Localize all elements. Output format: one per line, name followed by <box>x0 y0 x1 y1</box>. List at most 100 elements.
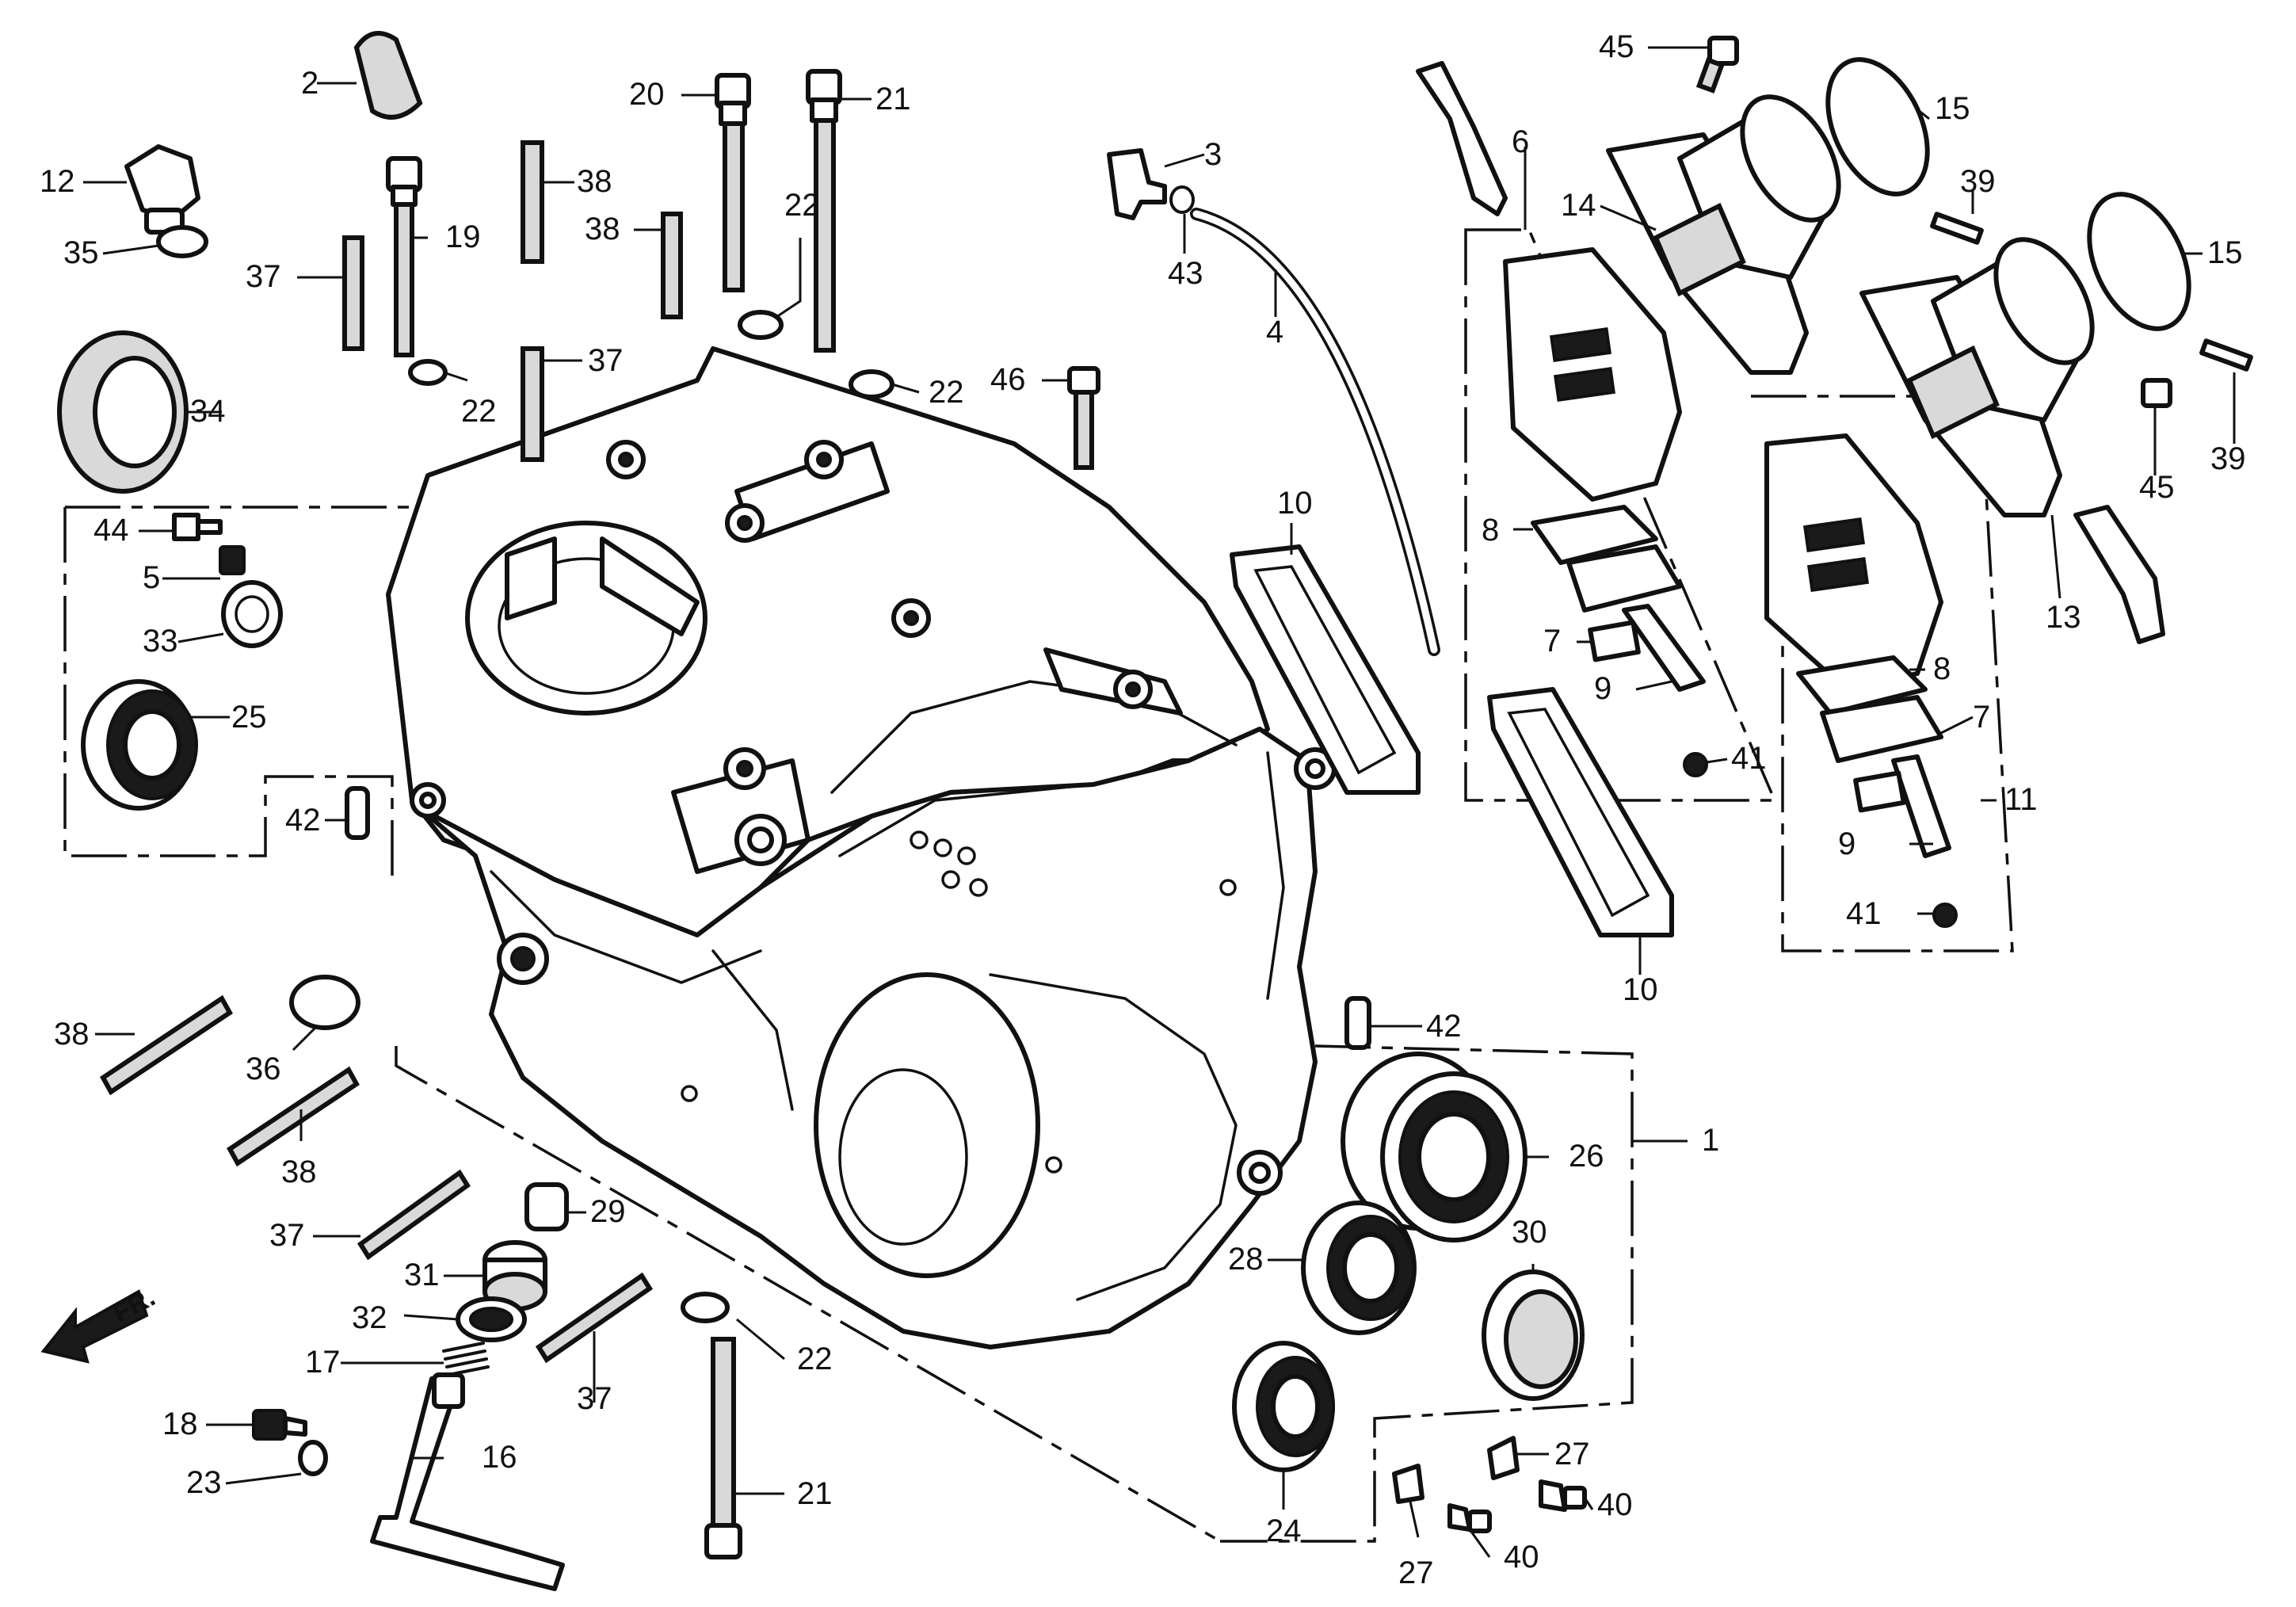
washer-22-b-icon <box>849 369 894 399</box>
callout-p12: 12 <box>40 164 75 199</box>
callout-p8b: 8 <box>1933 651 1951 686</box>
callout-p42b: 42 <box>1426 1009 1462 1044</box>
callout-p28: 28 <box>1228 1242 1264 1277</box>
bracket-lower-right-icon <box>2073 505 2165 644</box>
callout-p24: 24 <box>1266 1513 1302 1548</box>
callout-p21b: 21 <box>875 82 911 116</box>
clamp-15-lower-icon <box>2087 192 2191 331</box>
arm-16-icon <box>370 1376 565 1591</box>
clamp-15-upper-icon <box>1825 57 1930 197</box>
callout-p27a: 27 <box>1554 1437 1590 1471</box>
callout-p39a: 39 <box>1960 164 1996 199</box>
reed-valve-right <box>1764 433 1958 928</box>
o-ring-36-icon <box>289 975 360 1030</box>
callout-p41b: 41 <box>1846 896 1882 931</box>
callout-labels: 2123534445332542383638371718231631322937… <box>40 29 2246 1590</box>
collar-29-icon <box>524 1182 569 1231</box>
stud-37-upper-icon <box>342 235 364 351</box>
stud-38-lower-b-icon <box>227 1066 360 1167</box>
leader-lines <box>83 46 2236 1558</box>
callout-p39b: 39 <box>2210 441 2246 476</box>
callout-p43: 43 <box>1168 256 1203 291</box>
callout-p22a: 22 <box>797 1342 833 1376</box>
callout-p33: 33 <box>143 624 178 658</box>
stud-38-lower-a-icon <box>100 994 233 1096</box>
stud-37-lower-a-icon <box>357 1169 471 1261</box>
dowel-pin-42-right-icon <box>1344 996 1371 1050</box>
callout-p7b: 7 <box>1973 700 1990 735</box>
stud-38-upper-b-icon <box>661 212 683 319</box>
callout-p37b: 37 <box>577 1381 612 1416</box>
callout-p6: 6 <box>1512 124 1529 159</box>
gaskets <box>1230 544 1674 937</box>
clip-5-icon <box>219 545 246 575</box>
reed-petal-7-right-icon <box>1820 695 1943 763</box>
callout-p23: 23 <box>186 1465 222 1500</box>
callout-p8a: 8 <box>1482 513 1499 548</box>
callout-p29: 29 <box>590 1194 626 1229</box>
callout-p27b: 27 <box>1398 1555 1434 1590</box>
bolt-40-b-icon <box>1447 1503 1472 1532</box>
callout-p19: 19 <box>445 219 481 254</box>
callout-p22d: 22 <box>929 375 964 410</box>
callout-p42a: 42 <box>285 803 321 838</box>
callout-p5: 5 <box>143 560 160 595</box>
washer-23-icon <box>298 1440 328 1476</box>
callout-p1: 1 <box>1702 1123 1719 1158</box>
dowel-pin-42-icon <box>345 786 370 840</box>
plate-27-b-icon <box>1392 1464 1425 1504</box>
bolt-45-lower-icon <box>2141 378 2172 408</box>
callout-p25: 25 <box>231 700 267 735</box>
callout-p30: 30 <box>1512 1215 1547 1250</box>
right-bearings <box>1232 996 1587 1533</box>
screw-41-right-icon <box>1932 903 1958 928</box>
reed-stopper-9-right-icon <box>1891 754 1951 858</box>
callout-p34: 34 <box>190 394 226 429</box>
callout-p9b: 9 <box>1838 826 1855 861</box>
bolt-40-a-icon <box>1539 1479 1567 1512</box>
callout-p46: 46 <box>990 362 1026 397</box>
callout-p4: 4 <box>1266 315 1283 349</box>
callout-p11: 11 <box>2004 782 2038 817</box>
callout-p7a: 7 <box>1543 624 1561 658</box>
bolt-45-upper-icon <box>1707 36 1739 66</box>
callout-p37c: 37 <box>246 259 281 294</box>
left-parts <box>40 31 654 1591</box>
plate-27-a-icon <box>1487 1436 1520 1480</box>
bolt-44-icon <box>172 513 200 541</box>
fitting-3-icon <box>1107 148 1167 220</box>
callout-p32: 32 <box>352 1300 387 1335</box>
screw-39-upper-icon <box>1930 212 1984 245</box>
callout-p15a: 15 <box>1935 91 1970 126</box>
callout-p22b: 22 <box>461 394 497 429</box>
callout-p17: 17 <box>305 1345 341 1380</box>
callout-p38c: 38 <box>577 164 612 199</box>
o-ring-35-icon <box>156 225 208 258</box>
intake-manifolds <box>1416 36 2253 644</box>
rubber-cap-icon <box>353 31 423 120</box>
callout-p14: 14 <box>1561 188 1596 223</box>
callout-p38a: 38 <box>54 1017 90 1052</box>
top-fasteners <box>342 69 1440 1559</box>
bolt-46-icon <box>1067 366 1100 395</box>
washer-22-lower-icon <box>681 1292 730 1323</box>
callout-p40a: 40 <box>1597 1487 1633 1522</box>
stud-38-upper-a-icon <box>521 140 544 264</box>
callout-p22c: 22 <box>784 188 820 223</box>
callout-p10a: 10 <box>1277 486 1313 521</box>
callout-p15b: 15 <box>2207 235 2243 270</box>
gasket-10-lower-icon <box>1487 687 1674 937</box>
callout-p2: 2 <box>301 66 318 101</box>
callout-p38d: 38 <box>585 212 620 246</box>
callout-p26: 26 <box>1569 1139 1604 1174</box>
reed-plate-8-right-icon <box>1796 655 1928 716</box>
gasket-10-upper-icon <box>1230 544 1421 795</box>
callout-p45b: 45 <box>2139 470 2175 505</box>
collar-33-icon <box>221 580 283 648</box>
stud-37-mid-icon <box>521 346 544 462</box>
screw-39-lower-icon <box>2199 338 2253 372</box>
callout-p44: 44 <box>93 513 129 548</box>
crankcase-assembly <box>386 346 1337 1349</box>
callout-p16: 16 <box>482 1440 517 1475</box>
